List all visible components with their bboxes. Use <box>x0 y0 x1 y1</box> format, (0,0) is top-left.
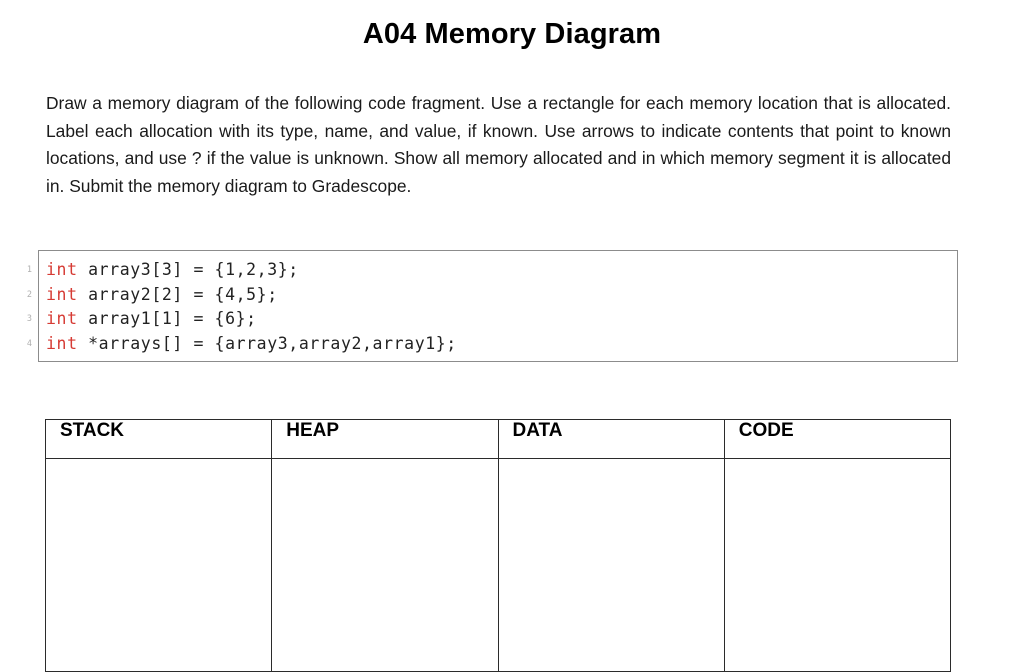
code-keyword: int <box>46 260 78 279</box>
line-number: 2 <box>26 289 32 300</box>
cell-heap <box>271 458 499 672</box>
code-line: int array3[3] = {1,2,3}; <box>46 258 957 283</box>
code-keyword: int <box>46 284 78 304</box>
code-text: array2[2] = {4,5}; <box>77 284 278 304</box>
code-line: int array2[2] = {4,5}; <box>46 283 957 308</box>
column-header-stack: STACK <box>44 419 273 459</box>
memory-segment-table: STACK HEAP DATA CODE <box>44 419 952 672</box>
page-title: A04 Memory Diagram <box>362 18 662 50</box>
code-line-number-gutter: 1 2 3 4 <box>14 250 38 362</box>
column-header-data: DATA <box>497 419 725 459</box>
code-text: array3[3] = {1,2,3}; <box>77 260 299 279</box>
line-number: 1 <box>26 265 32 275</box>
code-fragment-block: 1 2 3 4 int array3[3] = {1,2,3}; int arr… <box>14 250 958 362</box>
code-content-area: int array3[3] = {1,2,3}; int array2[2] =… <box>38 250 958 362</box>
code-keyword: int <box>46 333 78 353</box>
code-text: array1[1] = {6}; <box>77 309 257 328</box>
line-number: 3 <box>26 314 32 324</box>
column-header-code: CODE <box>723 419 952 459</box>
table-row <box>44 458 952 672</box>
table-header-row: STACK HEAP DATA CODE <box>44 419 952 459</box>
cell-data <box>497 458 725 672</box>
cell-stack <box>44 458 273 672</box>
code-line: int array1[1] = {6}; <box>46 307 957 332</box>
code-text: *arrays[] = {array3,array2,array1}; <box>77 333 457 353</box>
instructions-paragraph: Draw a memory diagram of the following c… <box>46 93 951 196</box>
column-header-heap: HEAP <box>271 419 499 459</box>
cell-code <box>723 458 952 672</box>
code-line: int *arrays[] = {array3,array2,array1}; <box>46 332 957 357</box>
line-number: 4 <box>26 338 32 349</box>
code-keyword: int <box>46 309 78 328</box>
